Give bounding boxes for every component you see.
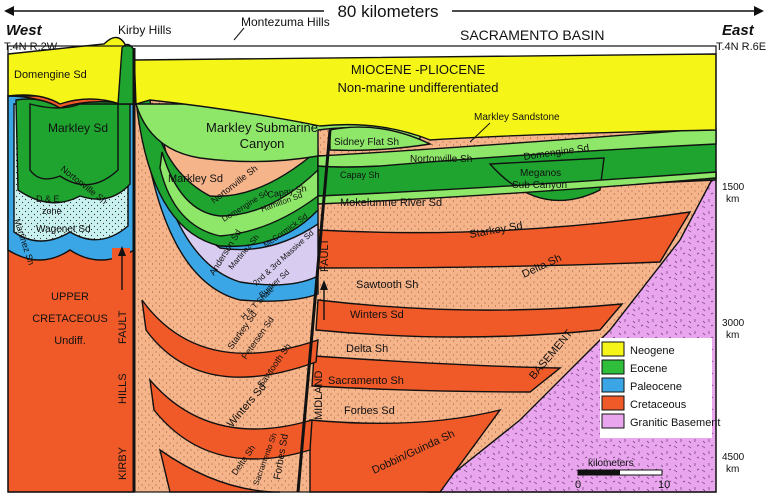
- kirby-hills-label: Kirby Hills: [118, 23, 171, 37]
- label-de-zone-2: zone: [42, 206, 62, 216]
- label-delta-east: Delta Sh: [346, 343, 388, 355]
- east-label: East: [722, 22, 755, 39]
- label-sacramento-east: Sacramento Sh: [328, 375, 404, 387]
- depth-4500-value: 4500: [722, 452, 745, 463]
- label-meganos-1: Meganos: [520, 168, 561, 179]
- label-sidney-flat: Sidney Flat Sh: [334, 137, 399, 148]
- label-kirby-1: KIRBY: [117, 446, 129, 480]
- label-kirby-3: FAULT: [117, 310, 129, 344]
- km-scale-start: 0: [575, 479, 581, 491]
- legend-swatch-paleocene: [601, 377, 625, 393]
- kirby-fault-label-bg: [112, 248, 130, 484]
- legend-swatch-eocene: [601, 359, 625, 375]
- midland-fault: [296, 129, 332, 493]
- legend-label-granitic-basement: Granitic Basement: [630, 417, 720, 429]
- label-winters-east: Winters Sd: [350, 309, 404, 321]
- km-scale-bar-half: [578, 470, 620, 475]
- label-midland-2: FAULT: [319, 238, 331, 272]
- label-mokelumne: Mokelumne River Sd: [340, 197, 442, 209]
- label-miocene-1: MIOCENE -PLIOCENE: [351, 62, 486, 77]
- legend: Neogene Eocene Paleocene Cretaceous Gran…: [600, 338, 720, 438]
- dobbin-band-east: [309, 408, 502, 493]
- east-coord: T.4N R.6E: [716, 41, 766, 53]
- meganos-canyon: [488, 157, 605, 202]
- label-upper-cret-2: CRETACEOUS: [32, 313, 108, 325]
- label-markley-canyon-2: Canyon: [240, 136, 285, 151]
- depth-4500-unit: km: [726, 464, 739, 475]
- legend-label-eocene: Eocene: [630, 363, 667, 375]
- west-markley: [29, 103, 119, 186]
- scale-label: 80 kilometers: [337, 2, 438, 21]
- label-de-zone-1: D & E: [36, 194, 60, 204]
- kirby-fault-arrowhead: [118, 246, 126, 256]
- syncline-band-2: [148, 377, 313, 460]
- starkey-band-east: [317, 211, 692, 269]
- label-upper-cret-3: Undiff.: [54, 335, 86, 347]
- section-frame: [7, 45, 717, 493]
- scale-arrow: [4, 6, 764, 16]
- depth-3000-unit: km: [726, 330, 739, 341]
- km-scale-end: 10: [658, 479, 670, 491]
- label-kirby-2: HILLS: [117, 373, 129, 404]
- midland-fault-arrowhead: [320, 280, 328, 290]
- legend-swatch-granitic-basement: [601, 413, 625, 429]
- winters-band-east: [315, 299, 624, 338]
- legend-label-cretaceous: Cretaceous: [630, 399, 687, 411]
- depth-1500-value: 1500: [722, 182, 745, 193]
- fault-labels: KIRBY HILLS FAULT MIDLAND FAULT: [112, 238, 331, 484]
- east-markley-sandstone: [317, 127, 717, 168]
- label-markley-sandstone: Markley Sandstone: [474, 112, 560, 123]
- depth-1500-unit: km: [726, 194, 739, 205]
- label-domengine-west: Domengine Sd: [14, 69, 87, 81]
- legend-label-neogene: Neogene: [630, 345, 675, 357]
- montezuma-hills-label: Montezuma Hills: [241, 15, 330, 29]
- basin-title: SACRAMENTO BASIN: [460, 27, 604, 43]
- montezuma-leader: [233, 27, 245, 41]
- label-markley-canyon-1: Markley Submarine: [206, 120, 318, 135]
- label-sawtooth-east: Sawtooth Sh: [356, 279, 418, 291]
- legend-swatch-neogene: [601, 341, 625, 357]
- depth-scale: 1500 km 3000 km 4500 km: [722, 182, 745, 475]
- markley-sandstone-leader: [469, 122, 491, 143]
- depth-3000-value: 3000: [722, 318, 745, 329]
- km-scale-label: kilometers: [588, 458, 634, 469]
- label-miocene-2: Non-marine undifferentiated: [338, 80, 499, 95]
- km-scale-bar: kilometers 0 10: [575, 458, 670, 491]
- legend-label-paleocene: Paleocene: [630, 381, 682, 393]
- label-markley-west: Markley Sd: [48, 121, 108, 135]
- legend-swatch-cretaceous: [601, 395, 625, 411]
- label-forbes-east: Forbes Sd: [344, 405, 395, 417]
- label-meganos-2: Sub Canyon: [512, 180, 567, 191]
- label-wagenet: Wagenet Sd: [36, 224, 91, 235]
- label-midland-1: MIDLAND: [313, 370, 325, 420]
- syncline-band-1: [141, 299, 319, 378]
- sidney-flat-lens: [329, 126, 433, 152]
- label-upper-cret-1: UPPER: [51, 291, 89, 303]
- label-capay-east: Capay Sh: [340, 170, 380, 180]
- west-label: West: [6, 22, 43, 39]
- label-markley-mid: Markley Sd: [168, 173, 223, 185]
- delta-band-east: [311, 355, 562, 393]
- label-nortonville-east: Nortonville Sh: [410, 154, 472, 165]
